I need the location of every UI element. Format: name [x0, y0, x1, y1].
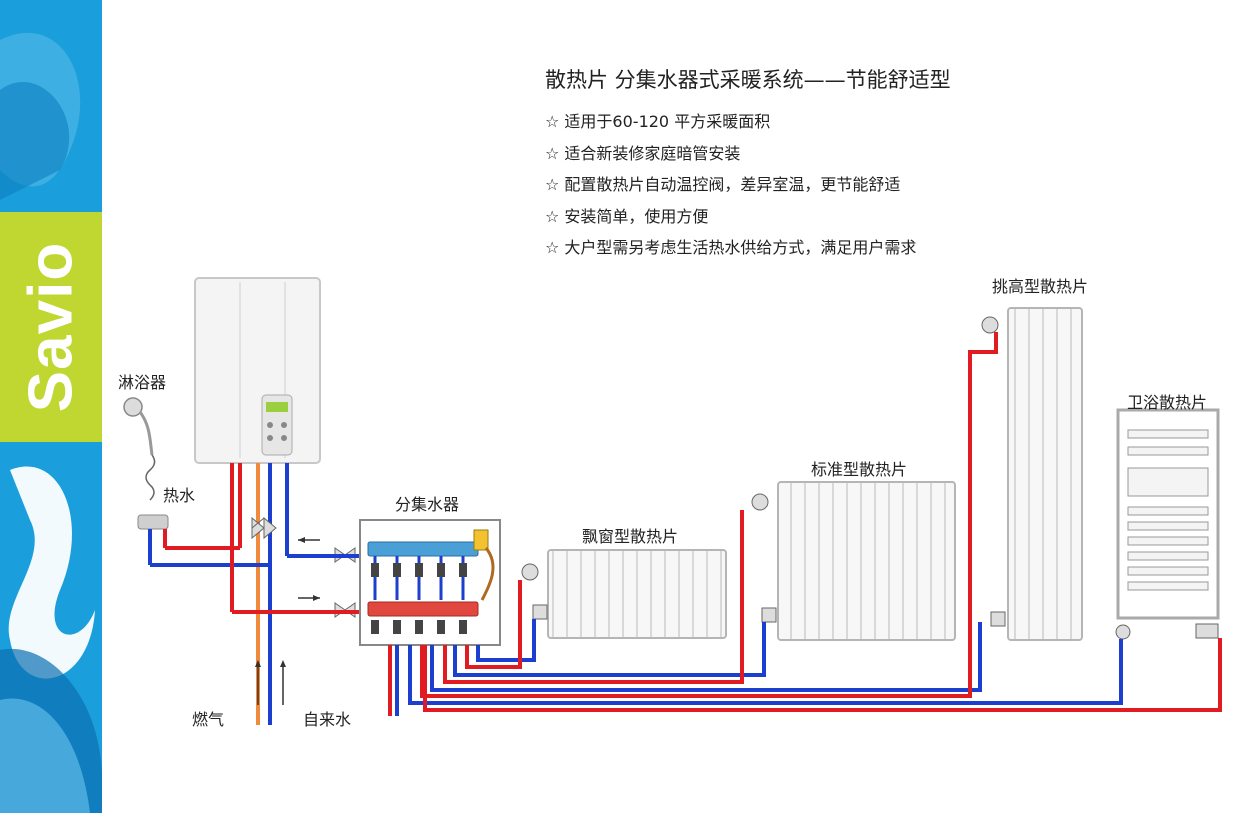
- brand-band: [0, 212, 102, 442]
- return-main-pipe: [285, 463, 368, 558]
- feature-item-5: ☆ 大户型需另考虑生活热水供给方式，满足用户需求: [545, 238, 917, 257]
- tap-water-pipe: [148, 463, 272, 725]
- feature-item-2: ☆ 适合新装修家庭暗管安装: [545, 144, 741, 163]
- wall-boiler: [194, 277, 321, 464]
- shower-head: [123, 397, 169, 530]
- manifold-label: 分集水器: [395, 495, 460, 514]
- gas-label: 燃气: [192, 710, 225, 729]
- radiator-supply-pipes: [388, 332, 1222, 716]
- feature-item-1: ☆ 适用于60-120 平方采暖面积: [545, 112, 771, 131]
- tap-water-label: 自来水: [303, 710, 352, 729]
- shower-label: 淋浴器: [118, 373, 167, 392]
- brand-sidebar: Savio: [0, 0, 102, 813]
- sidebar-swirl-decoration: [0, 32, 102, 813]
- manifold-outlet-pipes: [371, 556, 467, 634]
- flow-arrows: [255, 537, 320, 705]
- standard-radiator: [751, 481, 956, 641]
- manifold-cabinet: [359, 519, 501, 646]
- hot-water-label: 热水: [163, 486, 196, 505]
- bathroom-radiator: [1115, 408, 1220, 640]
- valve-icons: [251, 516, 356, 618]
- supply-main-pipe: [230, 463, 368, 614]
- bay-window-radiator-label: 飘窗型散热片: [582, 527, 679, 546]
- feature-item-3: ☆ 配置散热片自动温控阀，差异室温，更节能舒适: [545, 175, 901, 194]
- feature-item-4: ☆ 安装简单，使用方便: [545, 207, 709, 226]
- bathroom-radiator-label: 卫浴散热片: [1127, 393, 1208, 412]
- page-title: 散热片 分集水器式采暖系统——节能舒适型: [545, 68, 951, 92]
- hot-water-pipe: [163, 463, 242, 550]
- tall-radiator-label: 挑高型散热片: [992, 277, 1089, 296]
- radiator-return-pipes: [395, 619, 1123, 716]
- standard-radiator-label: 标准型散热片: [811, 460, 908, 479]
- bay-window-radiator: [521, 549, 727, 639]
- tall-radiator: [981, 307, 1083, 641]
